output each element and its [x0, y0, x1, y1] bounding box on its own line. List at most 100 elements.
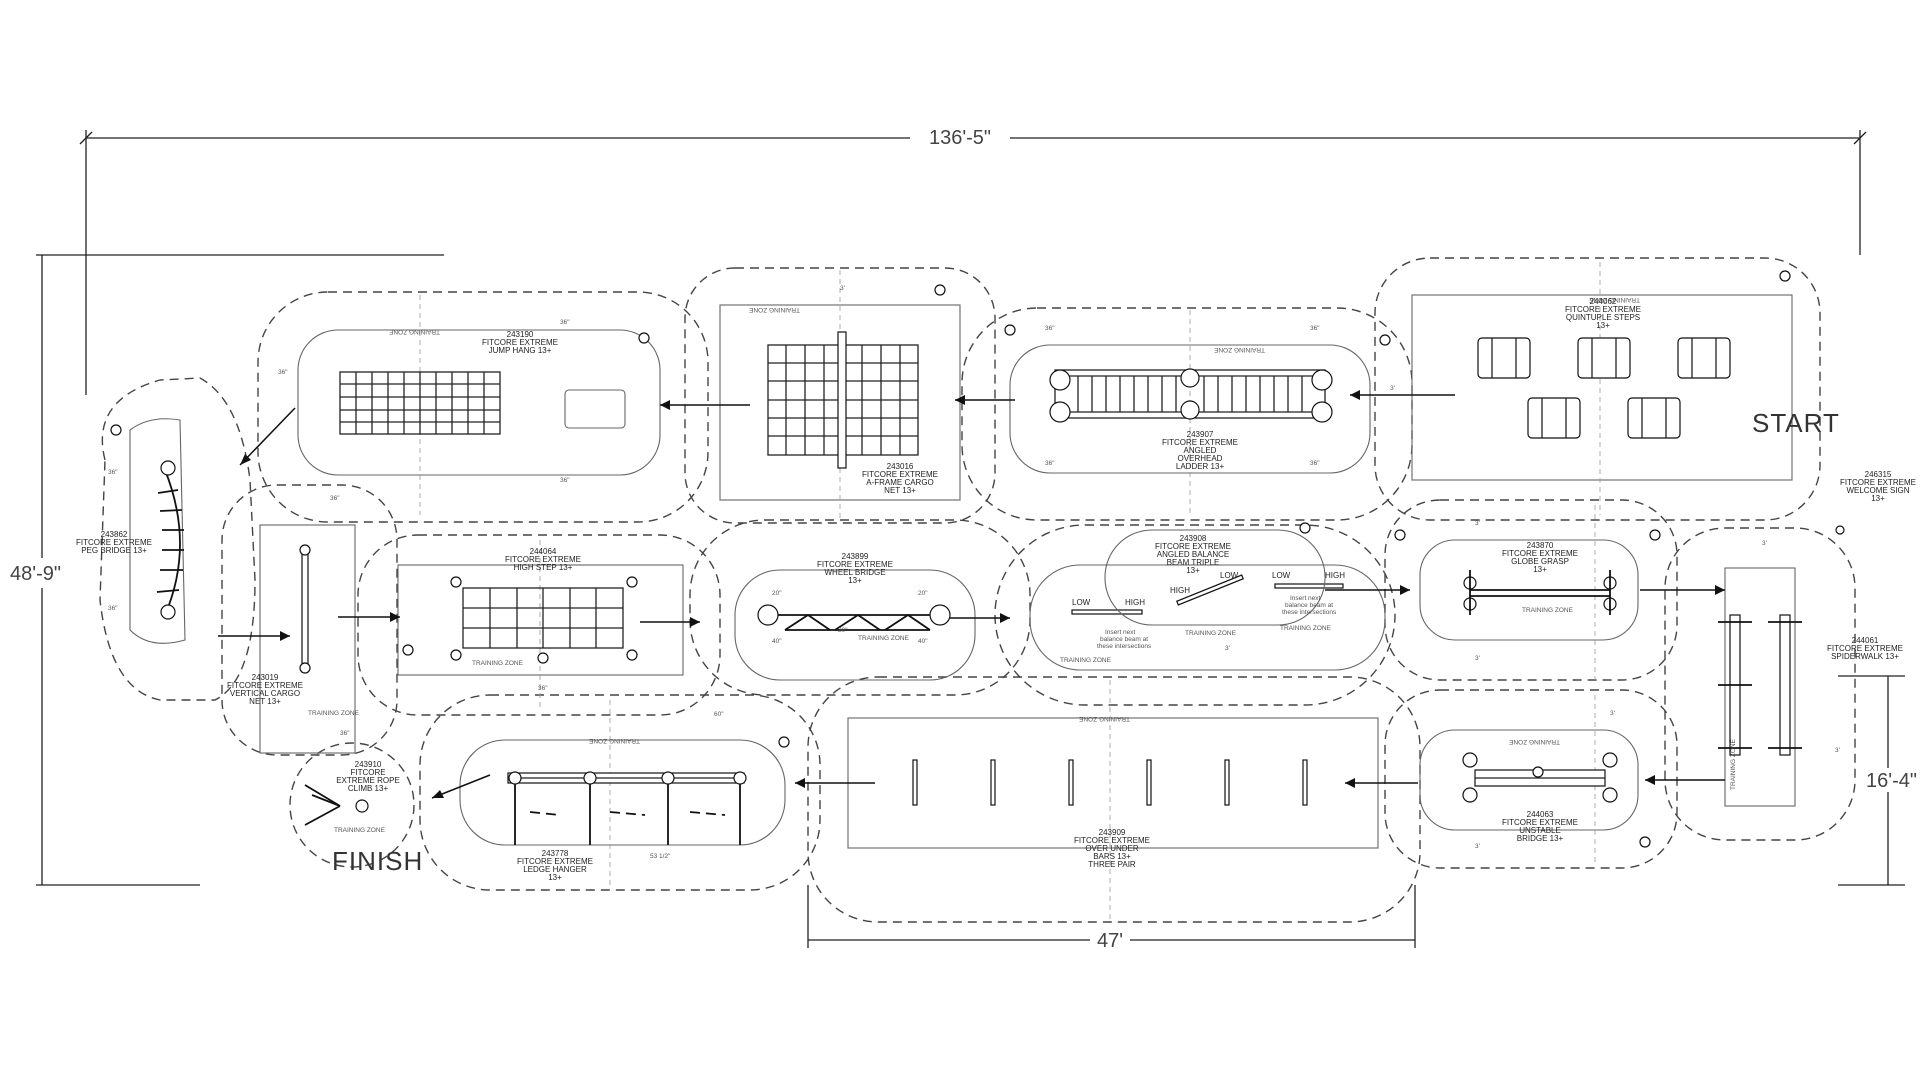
svg-text:36": 36"	[340, 730, 350, 737]
label-angled-ladder: 243907 FITCORE EXTREME ANGLED OVERHEAD L…	[1162, 430, 1238, 471]
right-offset-label: 16'-4"	[1866, 770, 1917, 792]
svg-text:243907: 243907	[1187, 430, 1214, 439]
svg-text:243190: 243190	[507, 330, 534, 339]
svg-text:40": 40"	[772, 638, 782, 645]
tz-label-high-step: TRAINING ZONE	[472, 660, 524, 667]
svg-text:FITCORE EXTREME: FITCORE EXTREME	[1565, 305, 1641, 314]
svg-text:NET 13+: NET 13+	[249, 697, 281, 706]
svg-text:PEG BRIDGE 13+: PEG BRIDGE 13+	[81, 546, 147, 555]
jump-hang-graphic	[339, 371, 626, 435]
tz-label-unstable: TRAINING ZONE	[1508, 738, 1560, 745]
svg-text:HIGH: HIGH	[1125, 598, 1145, 607]
balance-beam-graphic	[1071, 529, 1344, 626]
svg-text:243870: 243870	[1527, 541, 1554, 550]
svg-text:3': 3'	[1225, 645, 1230, 652]
svg-text:243899: 243899	[842, 552, 869, 561]
center-span-label: 47'	[1097, 930, 1123, 952]
svg-text:NET 13+: NET 13+	[884, 486, 916, 495]
svg-text:CLIMB 13+: CLIMB 13+	[348, 784, 389, 793]
svg-text:HIGH: HIGH	[1170, 586, 1190, 595]
svg-text:13+: 13+	[1186, 566, 1200, 575]
label-unstable-bridge: 244063 FITCORE EXTREME UNSTABLE BRIDGE 1…	[1502, 810, 1578, 843]
svg-text:SPIDERWALK 13+: SPIDERWALK 13+	[1831, 652, 1899, 661]
svg-text:36": 36"	[1045, 325, 1055, 332]
svg-text:3': 3'	[1762, 540, 1767, 547]
tz-label-beam-2: TRAINING ZONE	[1185, 630, 1237, 637]
svg-text:FITCORE EXTREME: FITCORE EXTREME	[1074, 836, 1150, 845]
svg-text:ANGLED BALANCE: ANGLED BALANCE	[1157, 550, 1229, 559]
svg-text:36": 36"	[330, 495, 340, 502]
svg-text:FITCORE EXTREME: FITCORE EXTREME	[517, 857, 593, 866]
svg-text:FITCORE EXTREME: FITCORE EXTREME	[1502, 549, 1578, 558]
tz-label-vertical-cargo: TRAINING ZONE	[308, 710, 360, 717]
svg-text:WHEEL BRIDGE: WHEEL BRIDGE	[824, 568, 885, 577]
svg-text:53 1/2": 53 1/2"	[650, 853, 671, 860]
tz-label-aframe: TRAINING ZONE	[748, 306, 800, 313]
tz-label-over-under: TRAINING ZONE	[1078, 715, 1130, 722]
aframe-cargo-graphic	[767, 331, 919, 469]
svg-text:3': 3'	[1835, 747, 1840, 754]
svg-text:244064: 244064	[530, 547, 557, 556]
unstable-bridge-graphic	[1462, 752, 1618, 803]
label-jump-hang: 243190 FITCORE EXTREME JUMP HANG 13+	[482, 330, 558, 355]
peg-bridge-graphic	[156, 460, 184, 620]
svg-text:ANGLED: ANGLED	[1184, 446, 1217, 455]
svg-text:243910: 243910	[355, 760, 382, 769]
svg-text:3': 3'	[1475, 843, 1480, 850]
tz-label-beam-3: TRAINING ZONE	[1280, 625, 1332, 632]
over-under-bars-graphic	[912, 759, 1308, 806]
label-high-step: 244064 FITCORE EXTREME HIGH STEP 13+	[505, 547, 581, 572]
svg-text:LOW: LOW	[1272, 571, 1291, 580]
dimension-overall-width: 48'-9"	[10, 254, 444, 886]
svg-text:FITCORE EXTREME: FITCORE EXTREME	[1840, 478, 1916, 487]
training-zone-labels: TRAINING ZONE TRAINING ZONE TRAINING ZON…	[308, 296, 1737, 834]
label-over-under-bars: 243909 FITCORE EXTREME OVER UNDER BARS 1…	[1074, 828, 1150, 869]
svg-text:13+: 13+	[848, 576, 862, 585]
svg-text:FITCORE EXTREME: FITCORE EXTREME	[482, 338, 558, 347]
label-ledge-hanger: 243778 FITCORE EXTREME LEDGE HANGER 13+	[517, 849, 593, 882]
svg-text:these intersections: these intersections	[1282, 609, 1337, 616]
svg-text:243016: 243016	[887, 462, 914, 471]
svg-text:BEAM TRIPLE: BEAM TRIPLE	[1167, 558, 1220, 567]
svg-text:60": 60"	[714, 711, 724, 718]
svg-text:UNSTABLE: UNSTABLE	[1519, 826, 1561, 835]
vertical-cargo-graphic	[299, 544, 311, 674]
wheel-bridge-graphic	[757, 604, 951, 631]
svg-text:3': 3'	[1475, 655, 1480, 662]
svg-text:BRIDGE 13+: BRIDGE 13+	[1517, 834, 1564, 843]
svg-text:36": 36"	[560, 319, 570, 326]
svg-text:HIGH: HIGH	[1325, 571, 1345, 580]
svg-text:36": 36"	[108, 469, 118, 476]
tz-label-rope: TRAINING ZONE	[334, 827, 386, 834]
svg-text:GLOBE GRASP: GLOBE GRASP	[1511, 557, 1569, 566]
dimension-overall-length: 136'-5"	[79, 124, 1867, 395]
svg-text:FITCORE EXTREME: FITCORE EXTREME	[76, 538, 152, 547]
tz-label-jump-hang: TRAINING ZONE	[388, 328, 440, 335]
equipment-labels: 243862 FITCORE EXTREME PEG BRIDGE 13+ 24…	[76, 297, 1916, 882]
svg-text:13+: 13+	[1533, 565, 1547, 574]
svg-text:Insert next: Insert next	[1105, 629, 1136, 636]
svg-text:13+: 13+	[1871, 494, 1885, 503]
svg-text:36": 36"	[538, 685, 548, 692]
tz-label-steps: TRAINING ZONE	[1588, 296, 1640, 303]
svg-text:20": 20"	[918, 590, 928, 597]
svg-text:balance beam at: balance beam at	[1285, 602, 1333, 609]
high-step-graphic	[450, 576, 638, 664]
overall-length-label: 136'-5"	[929, 127, 991, 149]
svg-text:13+: 13+	[548, 873, 562, 882]
svg-text:FITCORE EXTREME: FITCORE EXTREME	[1827, 644, 1903, 653]
zone-marker-icons	[110, 270, 1845, 848]
label-peg-bridge: 243862 FITCORE EXTREME PEG BRIDGE 13+	[76, 530, 152, 555]
svg-text:LOW: LOW	[1220, 571, 1239, 580]
svg-text:FITCORE EXTREME: FITCORE EXTREME	[505, 555, 581, 564]
spiderwalk-graphic	[1718, 614, 1802, 756]
svg-text:3': 3'	[1390, 385, 1395, 392]
rope-climb-graphic	[304, 784, 369, 826]
svg-text:13+: 13+	[1596, 321, 1610, 330]
svg-text:36": 36"	[1310, 325, 1320, 332]
svg-text:FITCORE EXTREME: FITCORE EXTREME	[1155, 542, 1231, 551]
overall-width-label: 48'-9"	[10, 563, 61, 585]
svg-text:FITCORE: FITCORE	[350, 768, 385, 777]
svg-text:OVERHEAD: OVERHEAD	[1178, 454, 1223, 463]
